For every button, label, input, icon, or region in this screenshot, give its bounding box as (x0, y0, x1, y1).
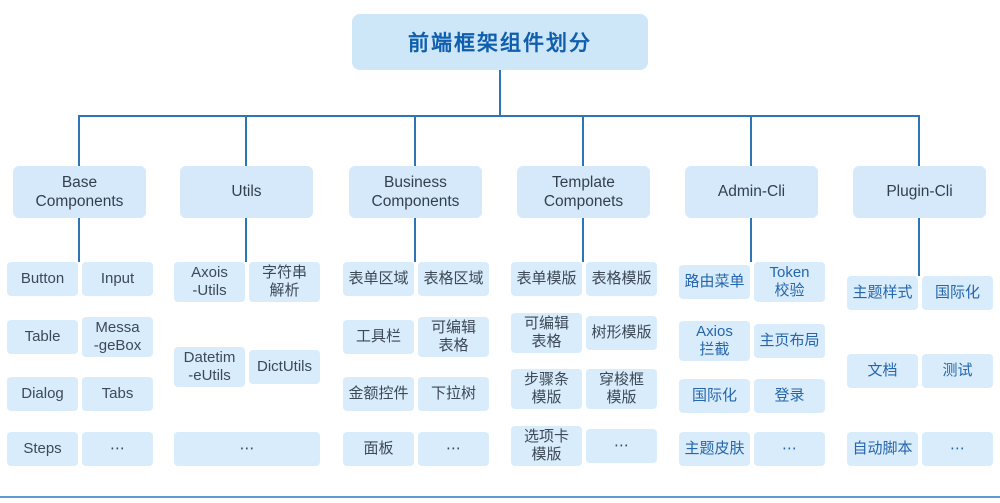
item-row: Steps⋯ (7, 431, 153, 466)
item-cell: Datetim -eUtils (174, 347, 245, 387)
item-cell: 金额控件 (343, 377, 414, 412)
item-cell: Table (7, 319, 78, 354)
connector-drop-template-componets (582, 218, 584, 262)
connector-drop-plugin-cli (918, 218, 920, 276)
bottom-border-line (0, 496, 1000, 498)
item-cell: ⋯ (586, 428, 657, 463)
connector-stem-business-components (414, 115, 416, 166)
connector-stem-admin-cli (750, 115, 752, 166)
item-cell: 面板 (343, 431, 414, 466)
category-base-components: Base Components (13, 166, 146, 218)
item-cell: ⋯ (418, 431, 489, 466)
connector-drop-admin-cli (750, 218, 752, 262)
connector-stem-template-componets (582, 115, 584, 166)
connector-drop-utils (245, 218, 247, 262)
item-cell: Dialog (7, 377, 78, 412)
item-cell: 表格模版 (586, 262, 657, 296)
item-cell: 表单区域 (343, 262, 414, 296)
item-cell: 下拉树 (418, 377, 489, 412)
item-cell: 主题样式 (847, 276, 918, 310)
item-row: 金额控件下拉树 (343, 377, 489, 412)
item-cell: ⋯ (922, 432, 993, 466)
item-cell: Button (7, 262, 78, 296)
item-cell: Input (82, 262, 153, 296)
item-row: 可编辑 表格树形模版 (511, 312, 657, 353)
item-cell: Axios 拦截 (679, 320, 750, 361)
item-row: Axios 拦截主页布局 (679, 320, 825, 361)
item-cell: 路由菜单 (679, 265, 750, 299)
item-cell: 自动脚本 (847, 432, 918, 466)
chart-title: 前端框架组件划分 (352, 14, 648, 70)
item-cell: ⋯ (82, 431, 153, 466)
item-row: 自动脚本⋯ (847, 432, 993, 466)
item-cell: 测试 (922, 354, 993, 388)
category-utils: Utils (180, 166, 313, 218)
item-cell: 可编辑 表格 (511, 312, 582, 353)
item-row: 表单模版表格模版 (511, 262, 657, 296)
group-business-components: 表单区域表格区域工具栏可编辑 表格金额控件下拉树面板⋯ (343, 262, 489, 466)
item-cell: 国际化 (922, 276, 993, 310)
item-row: 工具栏可编辑 表格 (343, 316, 489, 357)
item-cell: 可编辑 表格 (418, 316, 489, 357)
item-cell: 字符串 解析 (249, 262, 320, 302)
category-business-components: Business Components (349, 166, 482, 218)
category-plugin-cli: Plugin-Cli (853, 166, 986, 218)
item-cell: ⋯ (754, 431, 825, 466)
item-cell: Tabs (82, 377, 153, 412)
item-cell: 树形模版 (586, 315, 657, 350)
item-row: 主题皮肤⋯ (679, 431, 825, 466)
connector-drop-base-components (78, 218, 80, 262)
item-cell: DictUtils (249, 350, 320, 384)
item-cell: Token 校验 (754, 262, 825, 302)
item-cell: Steps (7, 431, 78, 466)
connector-stem-utils (245, 115, 247, 166)
connector-title-stem (499, 70, 501, 115)
item-cell: 选项卡 模版 (511, 425, 582, 466)
item-row: ⋯ (174, 432, 320, 466)
item-cell: ⋯ (174, 432, 320, 466)
item-cell: 工具栏 (343, 319, 414, 354)
group-plugin-cli: 主题样式国际化文档测试自动脚本⋯ (847, 276, 993, 466)
item-row: 步骤条 模版穿梭框 模版 (511, 369, 657, 410)
item-cell: Messa -geBox (82, 316, 153, 357)
item-cell: 国际化 (679, 379, 750, 414)
item-cell: 登录 (754, 379, 825, 414)
item-cell: 主题皮肤 (679, 431, 750, 466)
connector-stem-plugin-cli (918, 115, 920, 166)
item-row: 表单区域表格区域 (343, 262, 489, 296)
item-row: 国际化登录 (679, 379, 825, 414)
connector-stem-base-components (78, 115, 80, 166)
item-cell: 主页布局 (754, 323, 825, 358)
item-cell: 表格区域 (418, 262, 489, 296)
item-cell: Axois -Utils (174, 262, 245, 302)
group-template-componets: 表单模版表格模版可编辑 表格树形模版步骤条 模版穿梭框 模版选项卡 模版⋯ (511, 262, 657, 466)
item-cell: 表单模版 (511, 262, 582, 296)
connector-drop-business-components (414, 218, 416, 262)
item-cell: 步骤条 模版 (511, 369, 582, 410)
item-row: 选项卡 模版⋯ (511, 425, 657, 466)
item-cell: 穿梭框 模版 (586, 369, 657, 410)
item-row: 文档测试 (847, 354, 993, 388)
item-row: 面板⋯ (343, 431, 489, 466)
item-row: 主题样式国际化 (847, 276, 993, 310)
connector-main-horizontal (78, 115, 920, 117)
category-admin-cli: Admin-Cli (685, 166, 818, 218)
item-cell: 文档 (847, 354, 918, 388)
category-template-componets: Template Componets (517, 166, 650, 218)
